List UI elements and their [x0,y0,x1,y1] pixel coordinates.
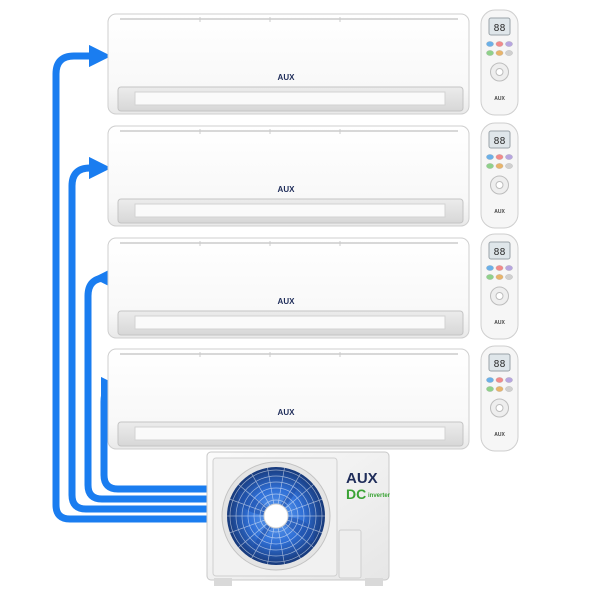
indoor-unit-icon: AUX [107,13,470,115]
remote-brand-logo: AUX [494,432,505,438]
indoor-brand-logo: AUX [278,73,296,82]
pipe-arrow-icon [84,266,216,503]
indoor-unit-icon: AUX [107,125,470,227]
remote-brand-logo: AUX [494,320,505,326]
indoor-brand-logo: AUX [278,408,296,417]
indoor-unit-icon: AUX [107,237,470,339]
pipe-arrow-icon [68,156,216,513]
pipe-arrow-icon [52,44,216,523]
outdoor-series-sub: inverter [368,493,391,499]
remote-display: 88 [493,359,505,370]
indoor-unit-icon: AUX [107,348,470,450]
remote-brand-logo: AUX [494,96,505,102]
remote-display: 88 [493,247,505,258]
outdoor-series-label: DC [346,486,366,502]
outdoor-unit-icon: AUX DC inverter [206,451,391,586]
remote-display: 88 [493,23,505,34]
indoor-brand-logo: AUX [278,297,296,306]
fan-icon [221,461,331,571]
remote-brand-logo: AUX [494,209,505,215]
remote-display: 88 [493,136,505,147]
indoor-brand-logo: AUX [278,185,296,194]
outdoor-brand-logo: AUX [346,470,378,487]
